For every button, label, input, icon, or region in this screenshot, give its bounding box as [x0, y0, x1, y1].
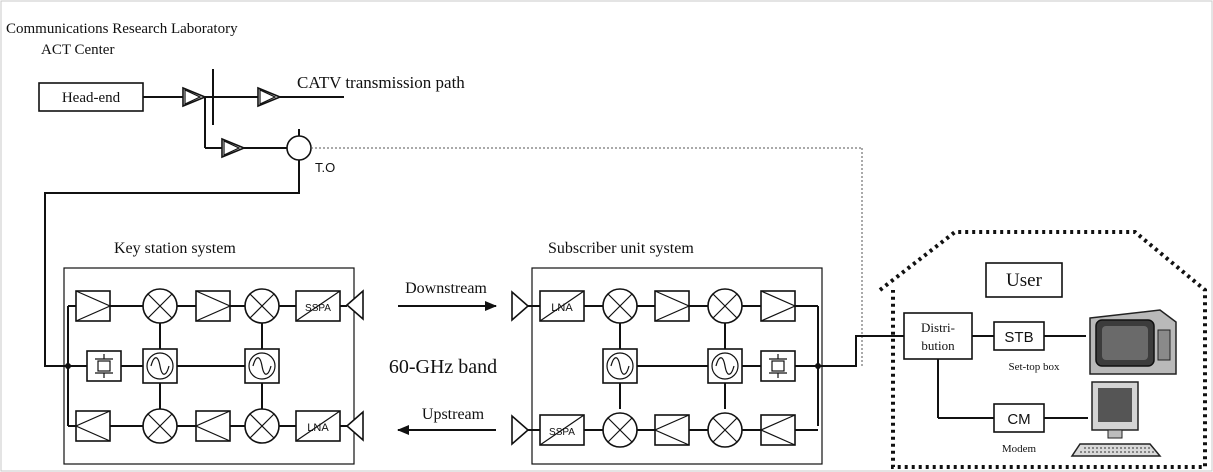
su-tx-horn	[511, 415, 529, 445]
user-title: User	[1006, 270, 1043, 291]
su-mixer-1	[602, 288, 638, 324]
stb-box	[993, 321, 1045, 351]
center-name: ACT Center	[41, 42, 114, 58]
drop-line	[818, 335, 904, 367]
ks-mixer-1	[142, 288, 178, 324]
su-rx-horn	[511, 291, 529, 321]
tap-off	[286, 135, 312, 161]
cm-label: CM	[1007, 411, 1030, 428]
ks-sspa-label: SSPA	[305, 303, 331, 314]
tap-amplifier	[221, 138, 245, 158]
ks-amp-3	[75, 410, 111, 442]
headend-label: Head-end	[62, 90, 121, 106]
subscriber-title: Subscriber unit system	[548, 240, 694, 257]
ks-local-oscillator-2	[244, 348, 280, 384]
television-icon	[1089, 309, 1177, 375]
su-lna-label: LNA	[551, 302, 573, 314]
user-title-box	[985, 262, 1063, 298]
ks-mixer-3	[142, 408, 178, 444]
key-station-frame	[63, 267, 355, 465]
su-mixer-2	[707, 288, 743, 324]
ks-tx-horn	[346, 290, 364, 320]
band-label: 60-GHz band	[389, 356, 497, 378]
ks-amp-1	[75, 290, 111, 322]
ks-rx-horn	[346, 411, 364, 441]
cm-box	[993, 403, 1045, 433]
su-mixer-3	[602, 412, 638, 448]
stb-caption: Set-top box	[1008, 361, 1060, 373]
ks-amp-4	[195, 410, 231, 442]
computer-icon	[1070, 381, 1162, 457]
distribution-label-2: bution	[921, 338, 955, 353]
ks-reference-oscillator	[86, 350, 122, 382]
headend-box	[38, 82, 144, 112]
cm-caption: Modem	[1002, 443, 1037, 455]
catv-amplifier	[257, 87, 281, 107]
su-amp-3	[654, 414, 690, 446]
downstream-label: Downstream	[405, 280, 487, 297]
ks-lna-label: LNA	[307, 422, 329, 434]
catv-path-label: CATV transmission path	[297, 73, 465, 92]
user-house	[878, 230, 1207, 469]
upstream-label: Upstream	[422, 406, 485, 423]
headend-amplifier	[182, 87, 206, 107]
lab-name: Communications Research Laboratory	[6, 21, 238, 37]
su-reference-oscillator	[760, 350, 796, 382]
su-amp-4	[760, 414, 796, 446]
ks-mixer-4	[244, 408, 280, 444]
su-amp-1	[654, 290, 690, 322]
ks-amp-2	[195, 290, 231, 322]
key-station-title: Key station system	[114, 240, 236, 257]
stb-label: STB	[1004, 329, 1033, 346]
tap-label: T.O	[315, 160, 335, 175]
ks-mixer-2	[244, 288, 280, 324]
ks-local-oscillator-1	[142, 348, 178, 384]
feed-line	[44, 160, 300, 367]
distribution-label-1: Distri-	[921, 320, 955, 335]
su-amp-2	[760, 290, 796, 322]
su-local-oscillator-1	[602, 348, 638, 384]
su-local-oscillator-2	[707, 348, 743, 384]
su-sspa-label: SSPA	[549, 427, 575, 438]
su-mixer-4	[707, 412, 743, 448]
